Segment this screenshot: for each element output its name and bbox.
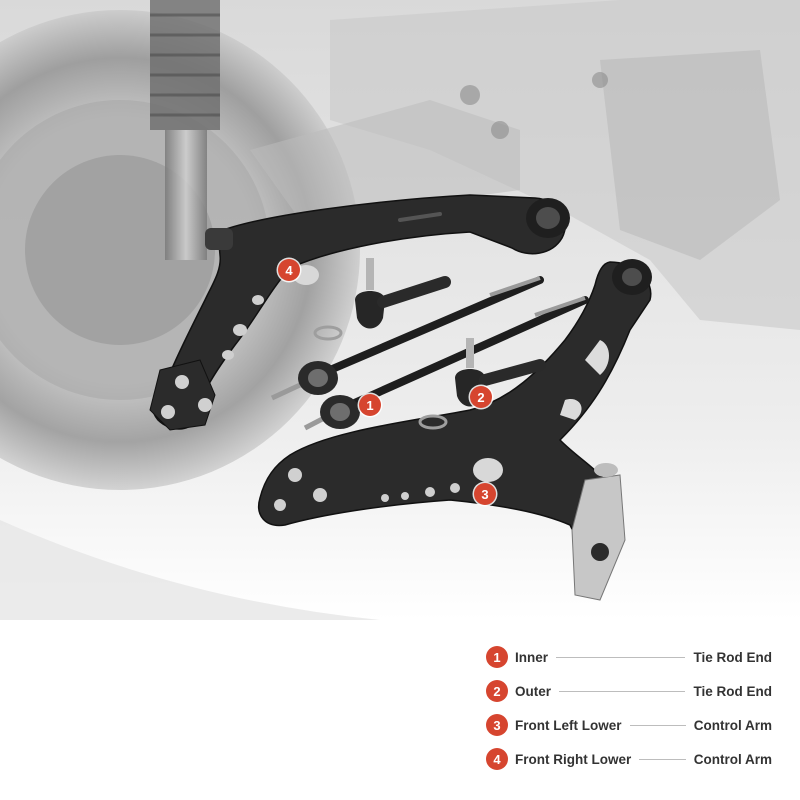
- legend-row-2: 2 Outer Tie Rod End: [486, 674, 772, 708]
- legend-number-badge: 4: [486, 748, 508, 770]
- parts-legend: 1 Inner Tie Rod End 2 Outer Tie Rod End …: [486, 640, 772, 776]
- callout-2-badge: 2: [470, 386, 492, 408]
- callout-1-badge: 1: [359, 394, 381, 416]
- legend-item-name: Inner: [515, 649, 549, 665]
- legend-item-name: Front Right Lower: [515, 751, 632, 767]
- control-arm-front-right: [149, 194, 570, 431]
- legend-number-badge: 2: [486, 680, 508, 702]
- legend-divider-line: [629, 724, 686, 726]
- legend-item-name: Front Left Lower: [515, 717, 622, 733]
- control-arm-front-left: [258, 259, 652, 601]
- legend-divider-line: [556, 656, 686, 658]
- background-vehicle: [0, 0, 800, 620]
- callout-3-badge: 3: [474, 483, 496, 505]
- legend-divider-line: [639, 758, 686, 760]
- legend-item-name: Outer: [515, 683, 552, 699]
- legend-row-3: 3 Front Left Lower Control Arm: [486, 708, 772, 742]
- callout-4-badge: 4: [278, 259, 300, 281]
- legend-number-badge: 1: [486, 646, 508, 668]
- legend-number-badge: 3: [486, 714, 508, 736]
- legend-item-type: Tie Rod End: [693, 683, 772, 699]
- legend-row-1: 1 Inner Tie Rod End: [486, 640, 772, 674]
- legend-item-type: Tie Rod End: [693, 649, 772, 665]
- legend-divider-line: [559, 690, 686, 692]
- legend-row-4: 4 Front Right Lower Control Arm: [486, 742, 772, 776]
- legend-item-type: Control Arm: [693, 751, 772, 767]
- legend-item-type: Control Arm: [693, 717, 772, 733]
- strut-icon: [150, 0, 220, 130]
